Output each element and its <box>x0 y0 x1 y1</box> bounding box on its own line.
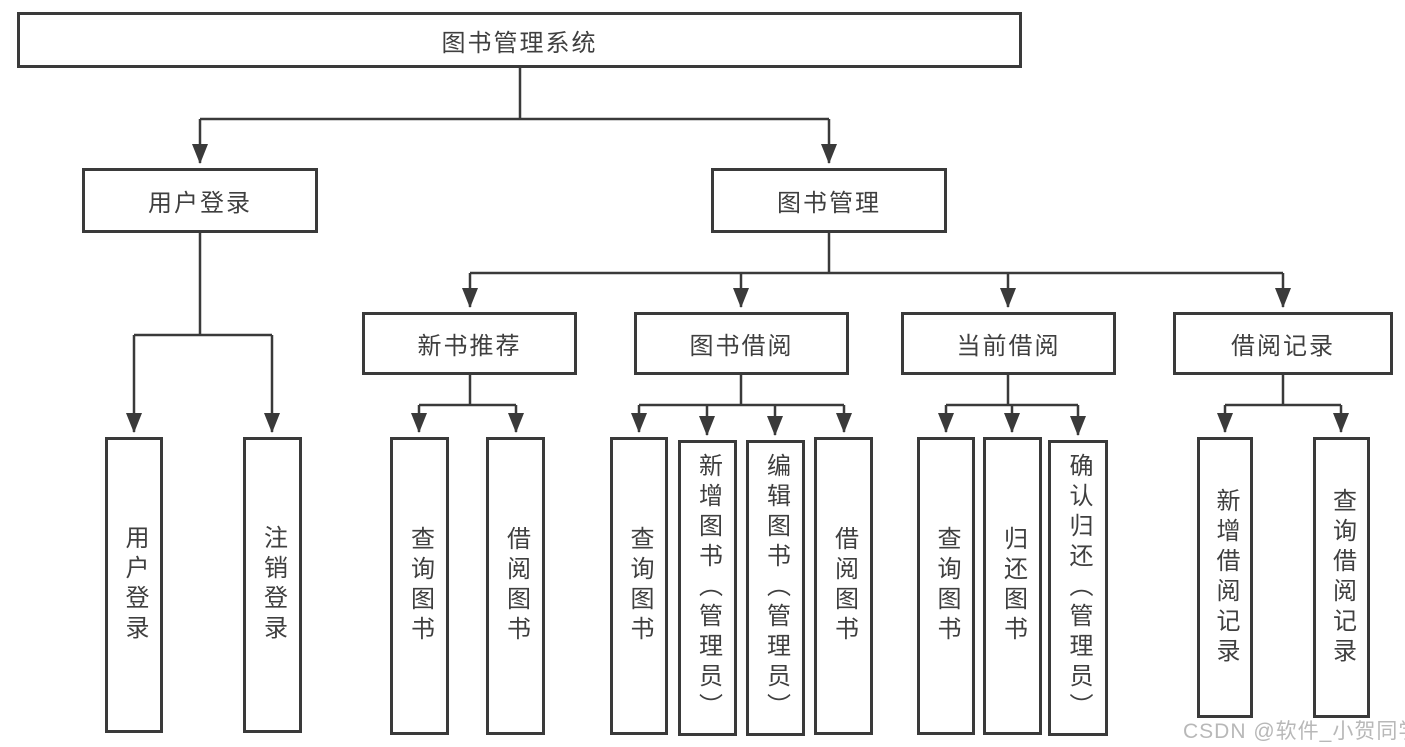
leaf-query-books-borrow: 查询图书 <box>610 437 668 735</box>
leaf-logout: 注销登录 <box>243 437 302 733</box>
leaf-return-books: 归还图书 <box>983 437 1042 735</box>
leaf-label: 新增图书（管理员） <box>694 453 722 723</box>
leaf-user-login: 用户登录 <box>105 437 163 733</box>
leaf-borrow-books: 借阅图书 <box>814 437 873 735</box>
node-label: 图书管理 <box>777 190 881 217</box>
node-user-login-branch: 用户登录 <box>82 168 318 233</box>
node-book-borrow: 图书借阅 <box>634 312 849 375</box>
leaf-label: 新增借阅记录 <box>1212 487 1239 668</box>
leaf-label: 查询图书 <box>626 526 653 646</box>
leaf-confirm-return-admin: 确认归还（管理员） <box>1048 440 1108 736</box>
node-borrow-records: 借阅记录 <box>1173 312 1393 375</box>
node-current-borrow: 当前借阅 <box>901 312 1116 375</box>
node-label: 新书推荐 <box>417 333 522 360</box>
leaf-label: 注销登录 <box>259 525 287 645</box>
leaf-label: 确认归还（管理员） <box>1065 453 1092 723</box>
leaf-add-borrow-record: 新增借阅记录 <box>1197 437 1253 718</box>
node-label: 用户登录 <box>148 190 252 217</box>
leaf-label: 归还图书 <box>999 526 1027 646</box>
leaf-add-books-admin: 新增图书（管理员） <box>678 440 737 736</box>
leaf-borrow-books-recommend: 借阅图书 <box>486 437 545 735</box>
node-label: 借阅记录 <box>1231 333 1335 360</box>
leaf-edit-books-admin: 编辑图书（管理员） <box>746 440 805 736</box>
node-book-management: 图书管理 <box>711 168 947 233</box>
node-label: 图书借阅 <box>689 333 794 360</box>
leaf-query-books-recommend: 查询图书 <box>390 437 449 735</box>
node-label: 当前借阅 <box>956 333 1061 360</box>
leaf-label: 查询图书 <box>406 526 434 646</box>
node-library-management-system: 图书管理系统 <box>17 12 1022 68</box>
leaf-label: 查询借阅记录 <box>1328 487 1356 668</box>
leaf-query-books-current: 查询图书 <box>917 437 975 735</box>
leaf-label: 借阅图书 <box>830 526 858 646</box>
csdn-watermark: CSDN @软件_小贺同学 <box>1183 720 1405 743</box>
leaf-label: 查询图书 <box>933 526 960 646</box>
leaf-label: 借阅图书 <box>502 526 530 646</box>
node-new-book-recommend: 新书推荐 <box>362 312 577 375</box>
leaf-label: 编辑图书（管理员） <box>762 453 790 723</box>
node-label: 图书管理系统 <box>441 29 598 57</box>
leaf-label: 用户登录 <box>121 525 148 645</box>
leaf-query-borrow-record: 查询借阅记录 <box>1313 437 1370 718</box>
